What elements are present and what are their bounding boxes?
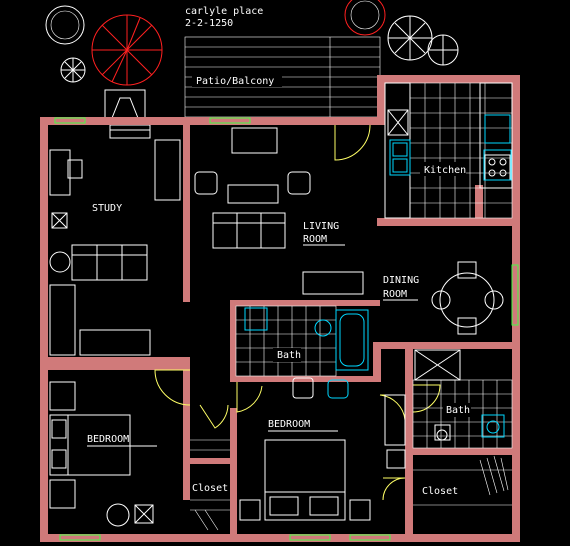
right-bath-sink	[481, 414, 505, 438]
walls	[40, 75, 520, 542]
closet-right-hangers	[413, 455, 512, 506]
center-bath-fixtures	[244, 307, 369, 371]
plan-title: carlyle place	[185, 6, 263, 17]
tree-red	[91, 14, 163, 86]
center-bedroom-furniture	[239, 377, 406, 521]
living-label: LIVING	[303, 221, 339, 232]
dining-table	[431, 261, 504, 335]
study-furniture	[49, 139, 181, 356]
closet-center-label: Closet	[192, 483, 228, 494]
closet-center-rod	[190, 439, 230, 531]
center-bedroom-chair	[327, 379, 349, 399]
kitchen-fixtures	[389, 114, 512, 181]
kitchen-counters	[384, 82, 513, 219]
tree-left-outline	[45, 5, 85, 45]
dining-label: DINING	[383, 275, 419, 286]
patio-label: Patio/Balcony	[196, 76, 274, 87]
bedroom-center-label: BEDROOM	[268, 419, 310, 430]
center-bath-grid	[235, 305, 337, 377]
shrub-left	[60, 57, 86, 83]
living-furniture	[194, 127, 364, 295]
doors	[154, 124, 441, 501]
living-label-2: ROOM	[303, 234, 327, 245]
fireplace	[104, 89, 151, 139]
bedroom-left-label: BEDROOM	[87, 434, 129, 445]
bath-center-label: Bath	[277, 350, 301, 361]
windows	[54, 117, 519, 541]
dining-label-2: ROOM	[383, 289, 407, 300]
shrub-right	[387, 15, 459, 66]
tree-right-red	[344, 0, 386, 36]
closet-right-label: Closet	[422, 486, 458, 497]
bath-right-label: Bath	[446, 405, 470, 416]
kitchen-label: Kitchen	[424, 165, 466, 176]
right-bath-fixtures	[414, 349, 461, 441]
study-label: STUDY	[92, 203, 122, 214]
plan-number: 2-2-1250	[185, 18, 233, 29]
left-bedroom-furniture	[49, 381, 154, 527]
